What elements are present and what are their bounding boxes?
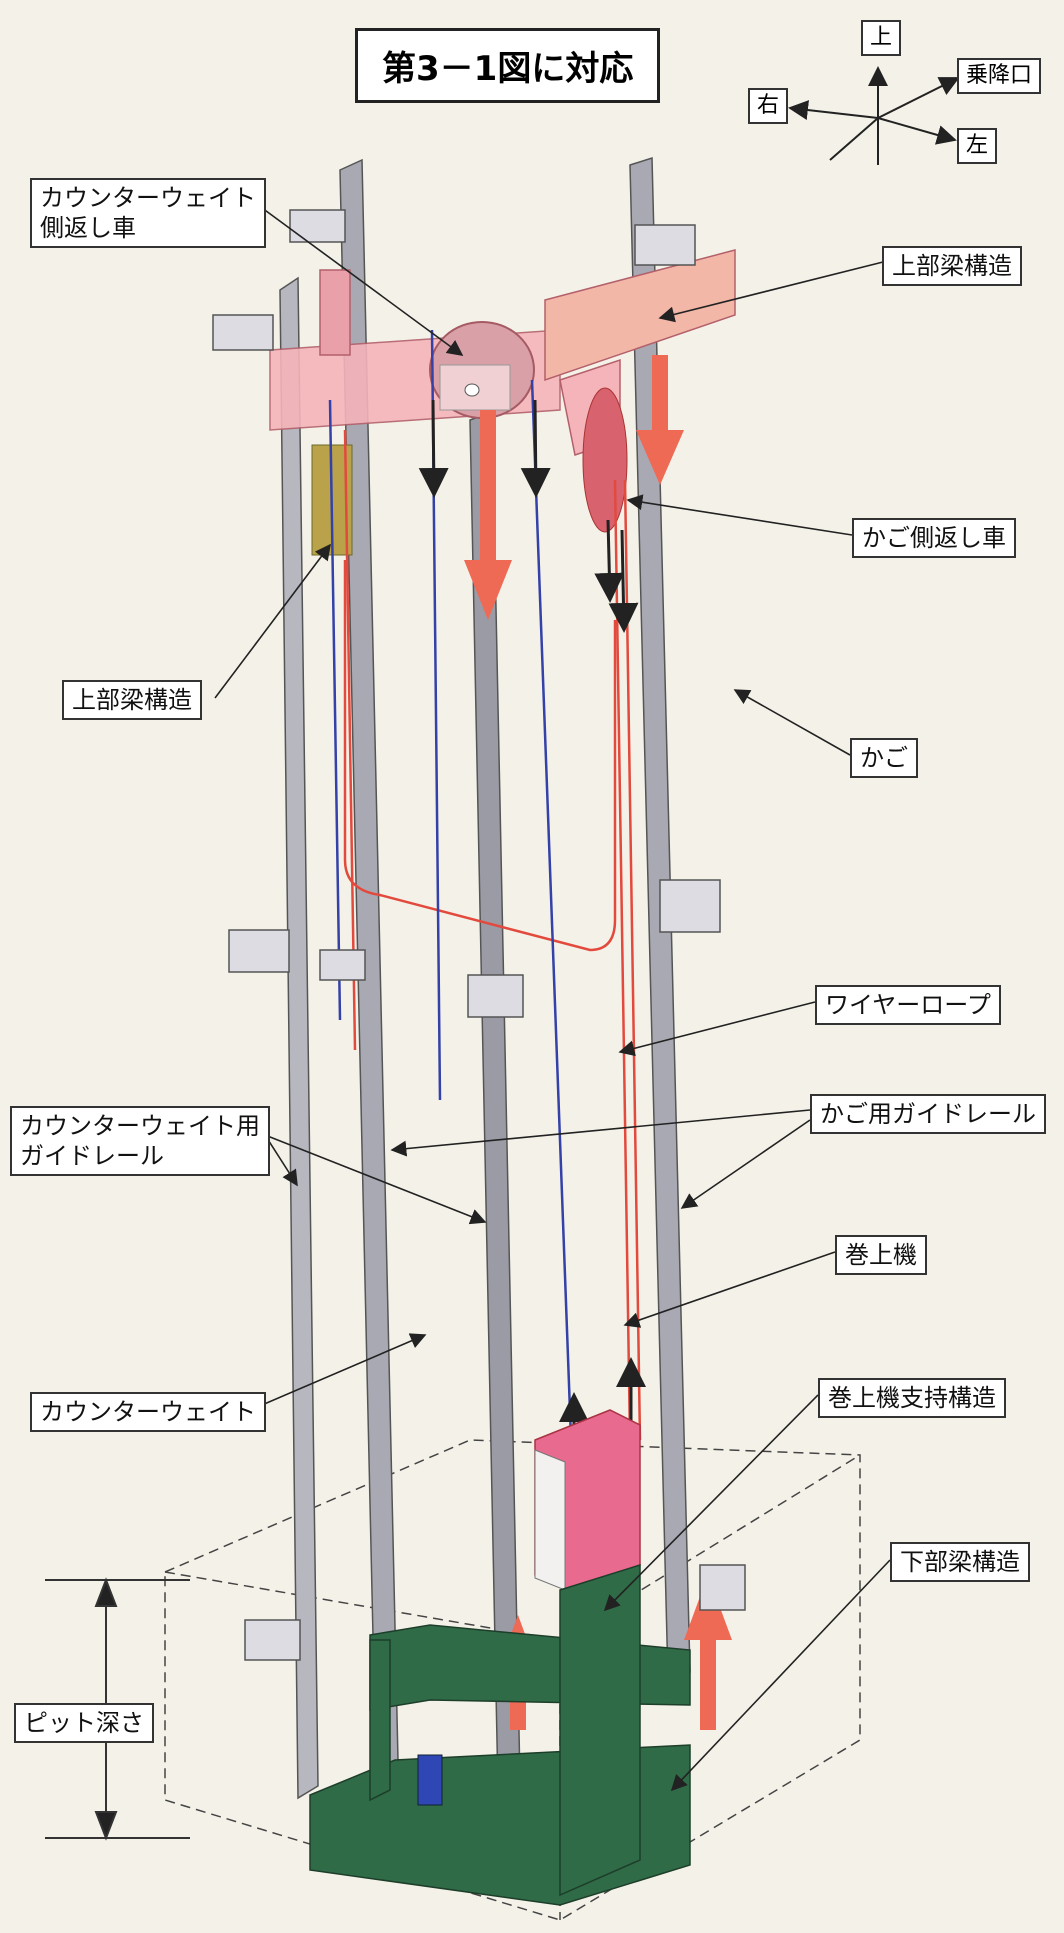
direction-indicator: [788, 66, 960, 165]
rail-brackets: [212, 209, 746, 1661]
label-cw-guide-rail: カウンターウェイト用 ガイドレール: [10, 1106, 270, 1176]
cw-sheave: [429, 321, 535, 419]
label-car-sheave: かご側返し車: [852, 518, 1016, 558]
label-counterweight: カウンターウェイト: [30, 1392, 266, 1432]
direction-left-label: 左: [957, 128, 998, 164]
label-hoist-support: 巻上機支持構造: [818, 1378, 1006, 1418]
car-sheave: [582, 387, 628, 533]
buffer: [417, 1754, 443, 1806]
label-wire-rope: ワイヤーロープ: [815, 985, 1001, 1025]
car-outline: [343, 560, 617, 952]
label-lower-beam: 下部梁構造: [890, 1542, 1030, 1582]
direction-up-label: 上: [861, 20, 902, 56]
black-arrows: [418, 399, 646, 1490]
label-upper-beam-right: 上部梁構造: [882, 246, 1022, 286]
label-upper-beam-left: 上部梁構造: [62, 680, 202, 720]
direction-entrance-label: 乗降口: [957, 58, 1042, 94]
lower-beam-structure: [309, 1563, 691, 1906]
car-rail-middle: [469, 410, 521, 1792]
hoist: [534, 1409, 641, 1591]
label-cw-sheave: カウンターウェイト 側返し車: [30, 178, 266, 248]
leader-lines: [214, 204, 891, 1792]
ropes: [328, 329, 642, 1521]
label-car-guide-rail: かご用ガイドレール: [810, 1094, 1046, 1134]
cw-rail-left-a: [279, 276, 319, 1800]
page-title: 第3－1図に対応: [355, 28, 661, 103]
label-pit-depth: ピット深さ: [14, 1703, 154, 1743]
label-hoist: 巻上機: [835, 1235, 927, 1275]
direction-right-label: 右: [748, 88, 789, 124]
label-car: かご: [850, 738, 918, 778]
